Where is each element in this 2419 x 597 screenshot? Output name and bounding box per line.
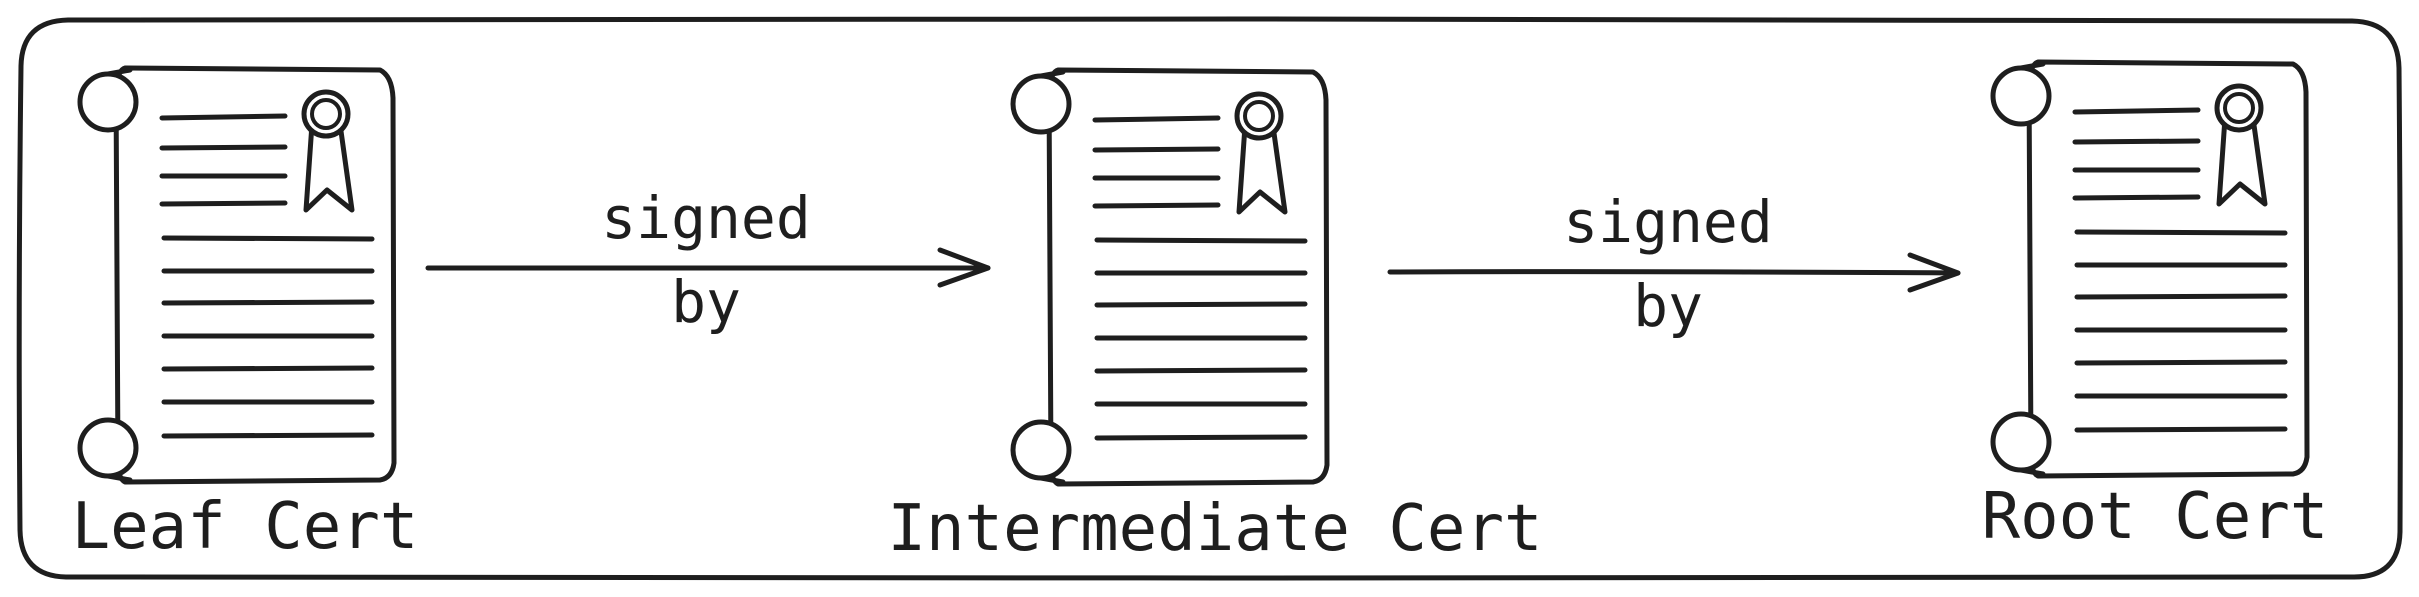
leaf-cert-node: Leaf Cert [72, 68, 419, 564]
node-label-leaf: Leaf Cert [72, 490, 419, 564]
arrow-line [425, 265, 991, 271]
certificate-scroll-icon [1013, 70, 1327, 484]
node-label-root: Root Cert [1982, 480, 2329, 554]
arrow-line [1387, 269, 1961, 276]
certificate-scroll-icon [80, 68, 394, 482]
edge-leaf-to-intermediate: signed by [425, 184, 991, 336]
edge-label-line1: signed [601, 184, 811, 252]
certificate-scroll-icon [1993, 62, 2307, 476]
edge-intermediate-to-root: signed by [1387, 188, 1961, 340]
node-label-intermediate: Intermediate Cert [887, 492, 1542, 566]
edge-label-line1: signed [1563, 188, 1773, 256]
diagram-frame [16, 15, 2403, 581]
arrow-head-icon [937, 247, 991, 288]
edge-label-line2: by [1633, 272, 1703, 340]
arrow-head-icon [1907, 252, 1961, 293]
root-cert-node: Root Cert [1982, 62, 2329, 554]
intermediate-cert-node: Intermediate Cert [887, 70, 1543, 566]
edge-label-line2: by [671, 268, 741, 336]
